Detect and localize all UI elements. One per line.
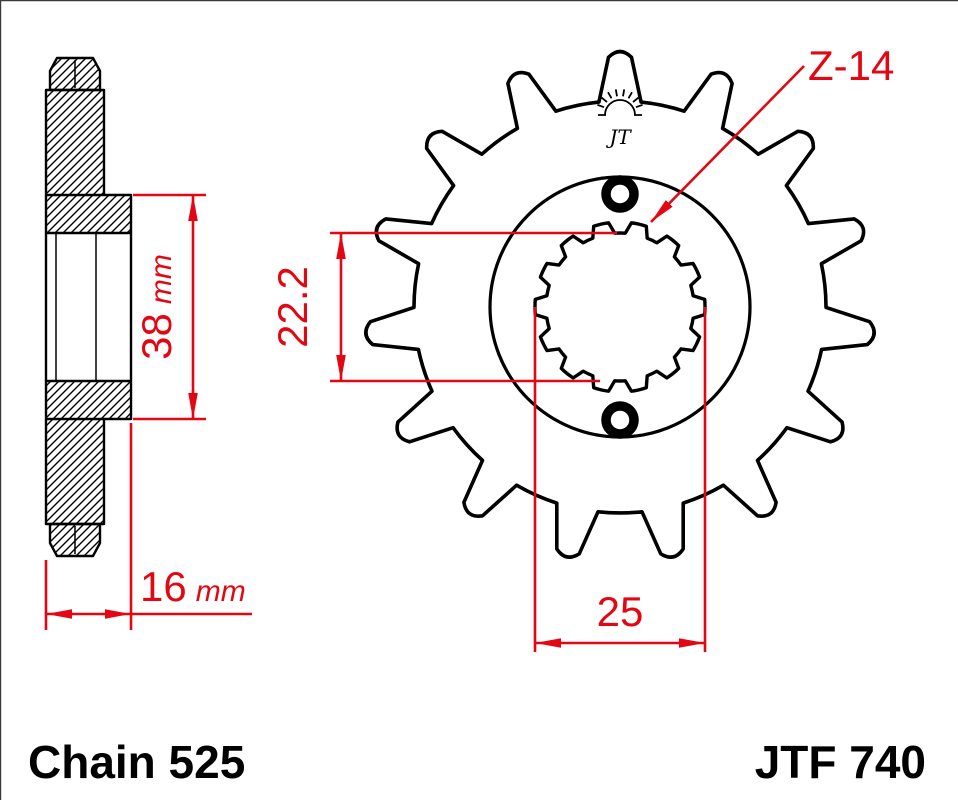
ext-lines-38 xyxy=(133,193,206,421)
side-bore-outline xyxy=(44,193,133,421)
spline-bore xyxy=(533,221,707,393)
front-view: JT xyxy=(364,49,876,559)
side-view-section xyxy=(44,56,133,558)
sun-rays-icon xyxy=(597,89,643,109)
side-lower-body xyxy=(44,379,133,526)
logo-text: JT xyxy=(605,125,632,149)
teeth-count-callout: Z-14 xyxy=(650,42,894,223)
dimension-hub-diameter: 38mm xyxy=(133,193,206,421)
dim-label-25: 25 xyxy=(597,588,644,635)
side-spline-lines xyxy=(55,60,97,554)
side-upper-body xyxy=(44,88,133,235)
ext-lines-222 xyxy=(330,231,617,383)
dimension-bore-across-flats: 22.2 xyxy=(269,231,617,383)
leader-line-z14 xyxy=(650,65,805,223)
teeth-count-label: Z-14 xyxy=(808,42,894,89)
chain-label: Chain 525 xyxy=(28,736,245,788)
jt-logo: JT xyxy=(597,89,643,149)
dimension-bore-major: 25 xyxy=(533,307,707,652)
bolt-hole-top xyxy=(601,175,639,213)
bolt-hole-bottom xyxy=(601,401,639,439)
dim-label-222: 22.2 xyxy=(269,266,316,348)
footer-titles: Chain 525 JTF 740 xyxy=(28,736,926,788)
dim-label-38: 38mm xyxy=(133,254,180,360)
part-number: JTF 740 xyxy=(755,736,926,788)
sun-arc-icon xyxy=(598,99,642,116)
ext-lines-25 xyxy=(533,307,707,652)
